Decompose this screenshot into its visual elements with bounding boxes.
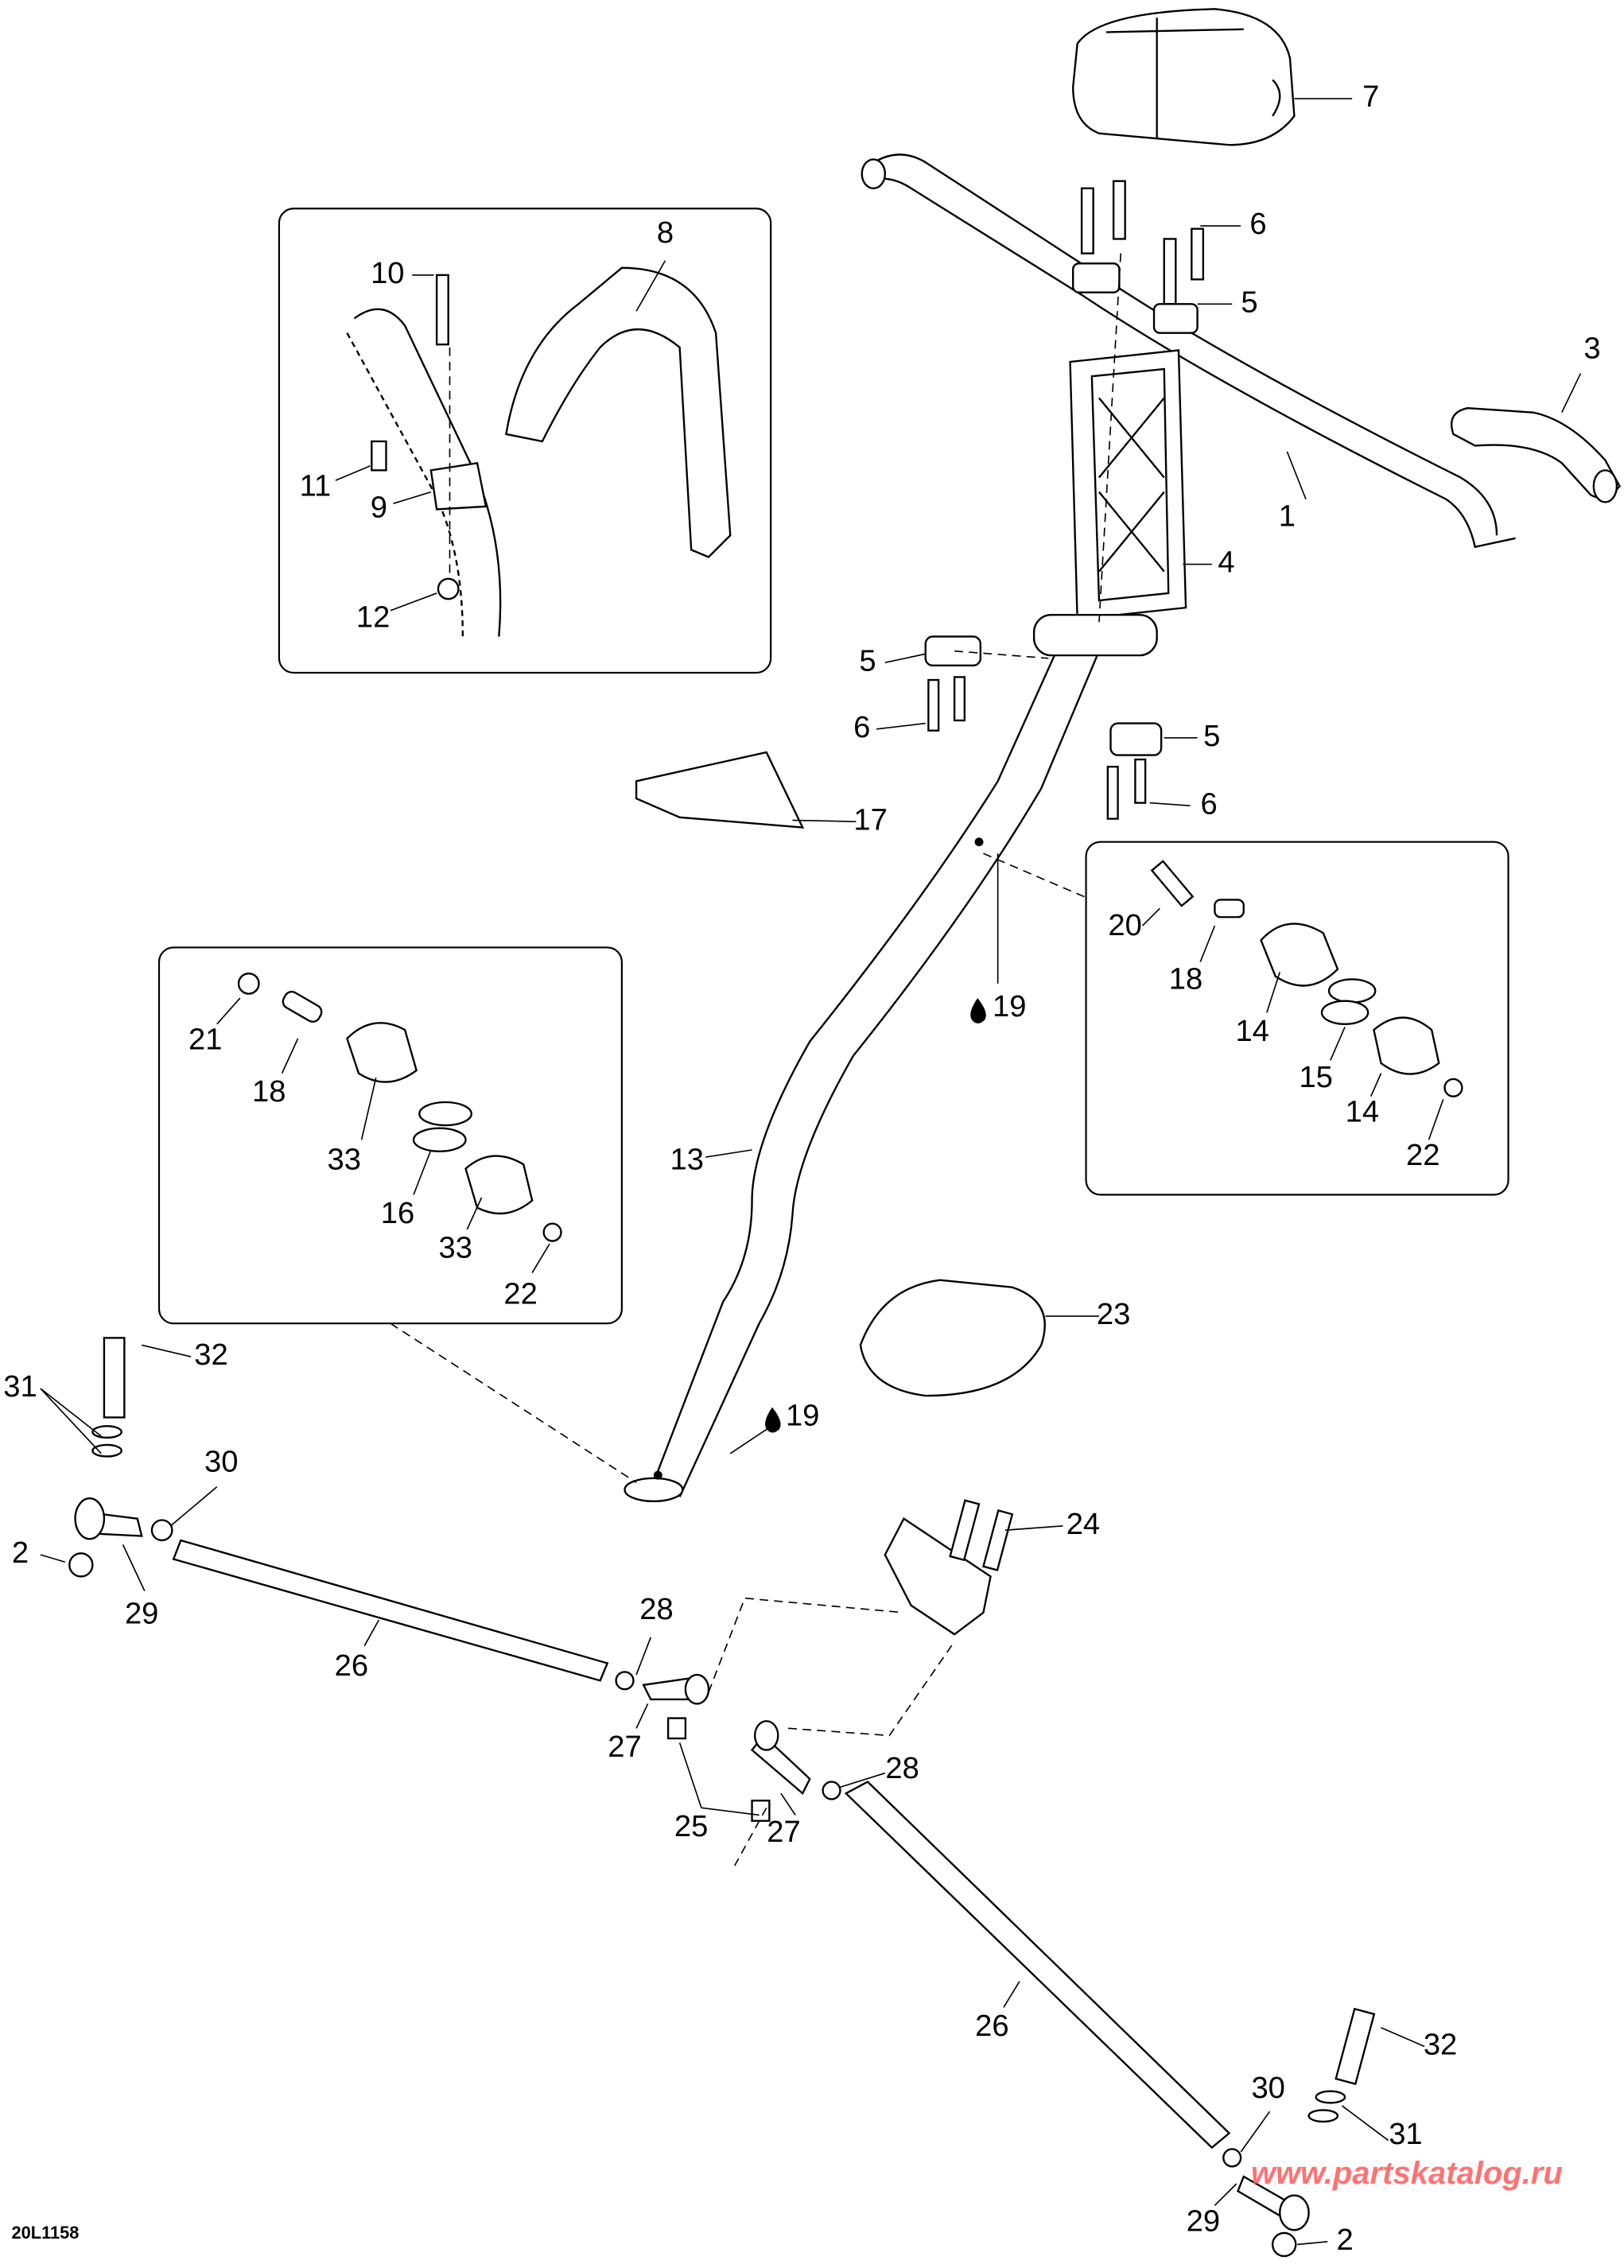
callout-4: 4 (1218, 546, 1234, 580)
callout-31: 31 (3, 1369, 37, 1404)
handlebar (861, 153, 1516, 549)
callout-18: 18 (252, 1074, 286, 1109)
leader-lines (40, 98, 1582, 2246)
callout-14: 14 (1346, 1095, 1379, 1129)
callout-5: 5 (1241, 285, 1257, 319)
callout-5: 5 (859, 643, 876, 678)
callout-20: 20 (1108, 908, 1141, 942)
callout-26: 26 (975, 2009, 1008, 2043)
callout-23: 23 (1097, 1297, 1130, 1331)
callout-11: 11 (300, 468, 332, 503)
detail-box-handlebar-clamp (278, 208, 772, 674)
lower-clamp-hardware (924, 635, 1163, 820)
callout-24: 24 (1066, 1507, 1100, 1541)
callout-27: 27 (608, 1730, 641, 1764)
detail-box-column-clamp-left (157, 946, 623, 1325)
callout-33: 33 (328, 1143, 361, 1177)
callout-5: 5 (1203, 719, 1220, 753)
diagram-code: 20L1158 (12, 2223, 80, 2243)
callout-21: 21 (188, 1023, 222, 1057)
callout-33: 33 (439, 1231, 472, 1265)
plate (635, 751, 805, 829)
callout-2: 2 (12, 1536, 29, 1570)
callout-10: 10 (371, 256, 404, 290)
callout-22: 22 (503, 1277, 537, 1311)
handlebar-grip (1450, 407, 1621, 503)
tie-rods (68, 1337, 1376, 2258)
callout-3: 3 (1583, 332, 1600, 366)
callout-30: 30 (204, 1445, 238, 1479)
callout-28: 28 (885, 1751, 919, 1785)
callout-6: 6 (853, 710, 870, 744)
detail-column-clamp-right (1150, 860, 1463, 1097)
callout-26: 26 (335, 1649, 368, 1683)
callout-32: 32 (194, 1338, 227, 1372)
callout-16: 16 (381, 1196, 414, 1230)
callout-30: 30 (1251, 2071, 1284, 2105)
callout-18: 18 (1169, 961, 1202, 996)
callout-6: 6 (1201, 786, 1218, 821)
callout-19: 19 (993, 989, 1026, 1023)
callout-29: 29 (1187, 2204, 1220, 2238)
callout-9: 9 (371, 491, 387, 525)
callout-1: 1 (1279, 499, 1296, 533)
callout-25: 25 (674, 1809, 708, 1843)
callout-19: 19 (786, 1398, 819, 1432)
callout-27: 27 (767, 1815, 800, 1849)
callout-22: 22 (1406, 1138, 1439, 1172)
alignment-lines (390, 253, 1122, 1866)
upper-clamp-hardware (1072, 180, 1205, 334)
callout-32: 32 (1424, 2027, 1457, 2061)
callout-29: 29 (125, 1597, 158, 1631)
callout-12: 12 (356, 600, 390, 635)
column-boot (859, 1279, 1046, 1397)
callout-2: 2 (1336, 2223, 1353, 2257)
callout-28: 28 (639, 1592, 673, 1626)
watermark: www.partskatalog.ru (1251, 2156, 1563, 2191)
steering-column (624, 614, 1158, 1503)
callout-13: 13 (670, 1143, 703, 1177)
detail-column-clamp-left (237, 972, 562, 1242)
detail-handlebar-clamp (346, 266, 732, 637)
callout-14: 14 (1235, 1014, 1269, 1048)
handlebar-pad (1072, 8, 1296, 146)
detail-box-column-clamp-right (1085, 841, 1509, 1196)
riser-block (1069, 349, 1187, 620)
steering-arm (884, 1499, 1014, 1636)
callout-15: 15 (1299, 1060, 1332, 1094)
callout-31: 31 (1389, 2117, 1422, 2151)
callout-8: 8 (657, 216, 674, 250)
lubricant-drop-icon (970, 998, 986, 1023)
callout-6: 6 (1249, 207, 1266, 241)
callout-17: 17 (853, 802, 887, 837)
callout-7: 7 (1362, 80, 1379, 114)
lubricant-drop-icon (765, 1407, 781, 1433)
